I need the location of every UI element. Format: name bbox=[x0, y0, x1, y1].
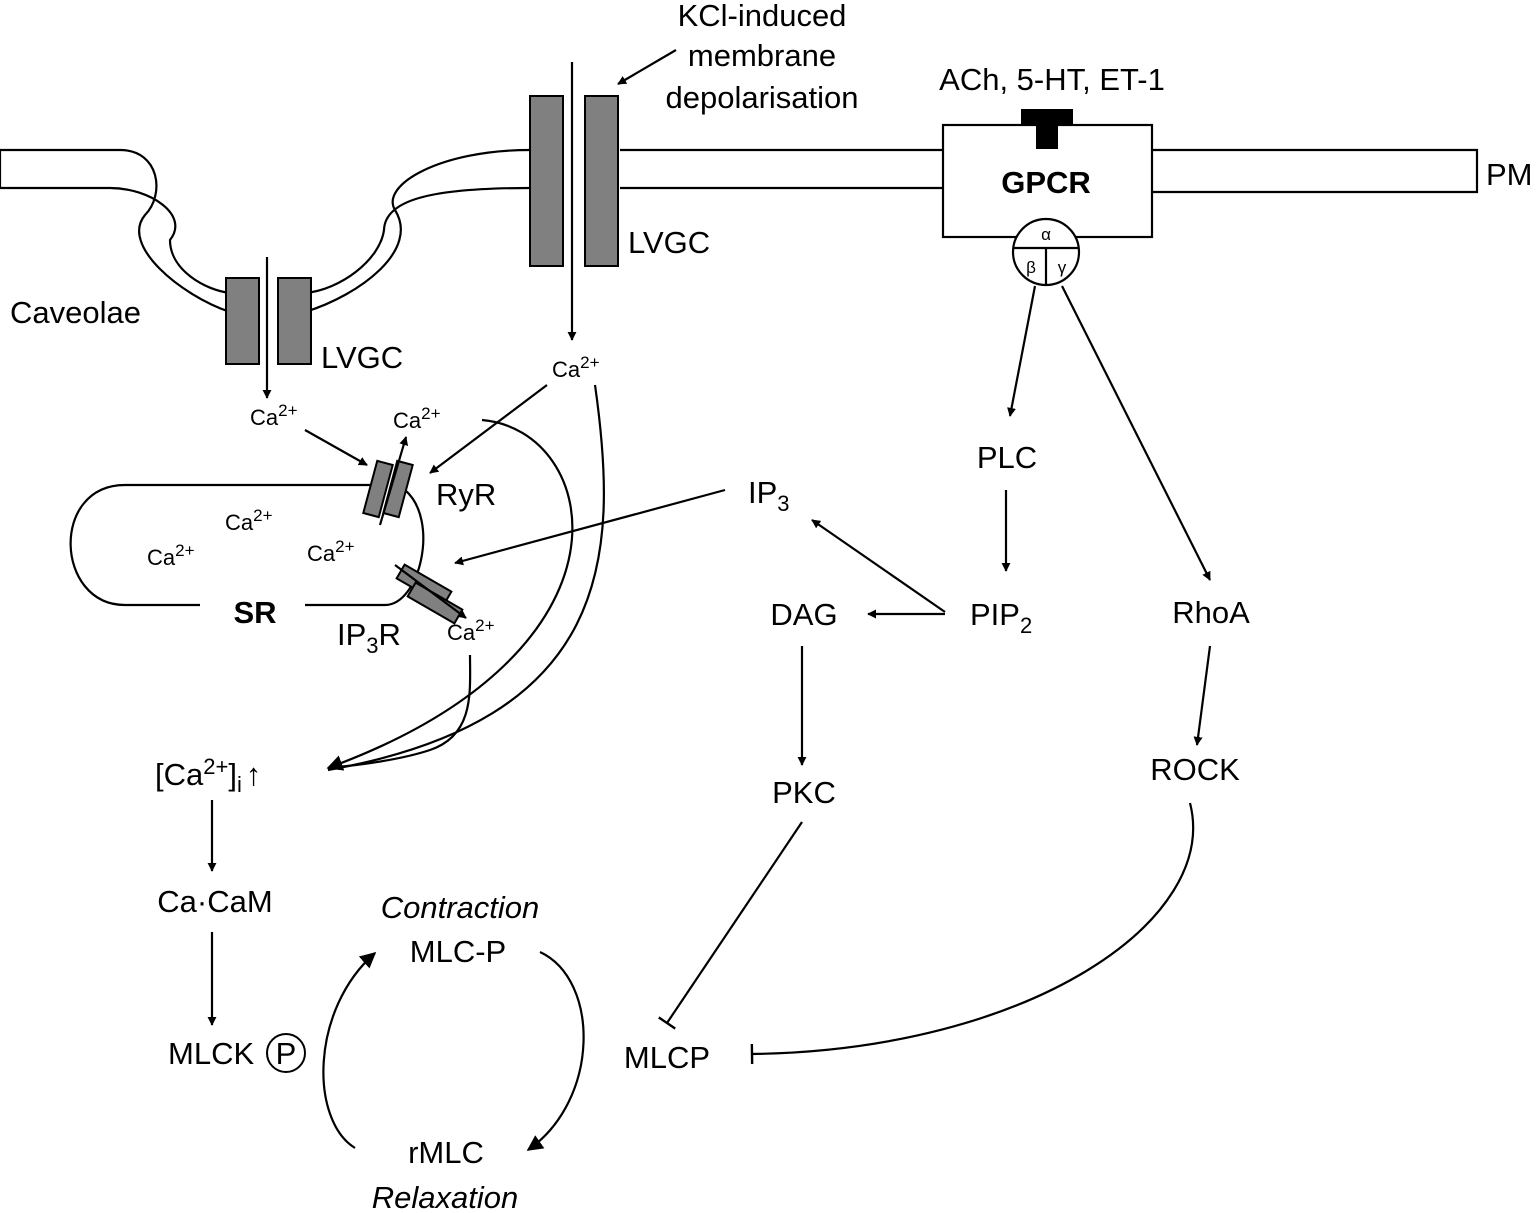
cacam-label: Ca·CaM bbox=[157, 884, 272, 919]
agonists-label: ACh, 5-HT, ET-1 bbox=[939, 62, 1165, 97]
pm-label: PM bbox=[1486, 157, 1533, 192]
ip3r-channel bbox=[394, 563, 467, 625]
caveolae-lvgc-channel bbox=[225, 257, 312, 399]
kcl-label-line3: depolarisation bbox=[665, 80, 858, 115]
ryr-channel bbox=[362, 436, 414, 526]
pkc-inhibits-mlcp bbox=[658, 821, 803, 1030]
gpcr-label: GPCR bbox=[1001, 165, 1091, 200]
g-alpha-label: α bbox=[1041, 225, 1051, 244]
relaxation-label: Relaxation bbox=[372, 1180, 518, 1213]
rock-label: ROCK bbox=[1150, 752, 1240, 787]
mlc-p-label: MLC-P bbox=[410, 934, 506, 969]
pip2-label: PIP2 bbox=[970, 597, 1032, 638]
dephosphorylation-arrow bbox=[526, 951, 585, 1151]
plc-label: PLC bbox=[977, 440, 1037, 475]
ca-ip3r-release: Ca2+ bbox=[447, 616, 495, 645]
ca-caveolae: Ca2+ bbox=[250, 401, 298, 430]
ca-sr-3: Ca2+ bbox=[307, 537, 355, 566]
rhoa-label: RhoA bbox=[1172, 595, 1250, 630]
dag-label: DAG bbox=[770, 597, 837, 632]
agonist-binding-site bbox=[1021, 109, 1073, 126]
phosphorylation-arrow bbox=[322, 951, 377, 1149]
ca-ryr-release: Ca2+ bbox=[393, 404, 441, 433]
pkc-label: PKC bbox=[772, 775, 836, 810]
rmlc-label: rMLC bbox=[408, 1135, 484, 1170]
labels: KCl-induced membrane depolarisation ACh,… bbox=[10, 0, 1533, 1213]
ip3-label: IP3 bbox=[748, 475, 790, 516]
pathway-arrows bbox=[207, 285, 1212, 1151]
caveolae-label: Caveolae bbox=[10, 295, 141, 330]
ca-sr-2: Ca2+ bbox=[147, 541, 195, 570]
lvgc-membrane-label: LVGC bbox=[628, 225, 710, 260]
cai-label: [Ca2+]i↑ bbox=[155, 754, 261, 797]
phospho-label: P bbox=[276, 1036, 297, 1071]
ip3r-label: IP3R bbox=[337, 617, 401, 658]
ca-membrane: Ca2+ bbox=[552, 353, 600, 382]
membrane-lvgc-channel bbox=[529, 49, 677, 341]
rock-inhibits-mlcp bbox=[750, 802, 1195, 1065]
kcl-label-line2: membrane bbox=[688, 38, 836, 73]
plasma-membrane bbox=[0, 148, 1479, 314]
ca-sr-1: Ca2+ bbox=[225, 506, 273, 535]
sr-label: SR bbox=[233, 595, 276, 630]
lvgc-caveolae-label: LVGC bbox=[321, 340, 403, 375]
g-gamma-label: γ bbox=[1058, 258, 1067, 277]
ryr-label: RyR bbox=[436, 477, 496, 512]
g-beta-label: β bbox=[1026, 258, 1036, 277]
gpcr-receptor bbox=[941, 109, 1154, 287]
mlck-label: MLCK bbox=[168, 1036, 254, 1071]
phospho-circle bbox=[266, 1033, 306, 1073]
sarcoplasmic-reticulum bbox=[69, 436, 467, 625]
kcl-label-line1: KCl-induced bbox=[678, 0, 847, 33]
contraction-label: Contraction bbox=[381, 890, 540, 925]
mlcp-label: MLCP bbox=[624, 1040, 710, 1075]
